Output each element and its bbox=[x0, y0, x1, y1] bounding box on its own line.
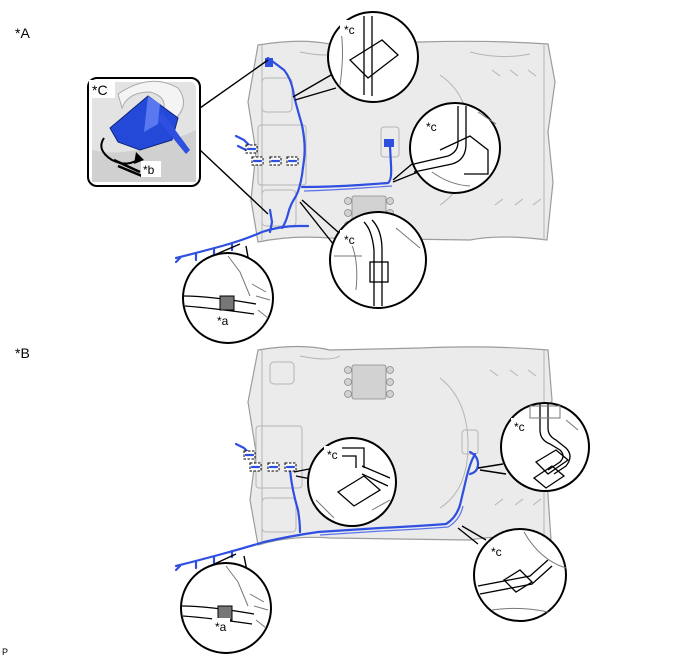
harness-connector-a bbox=[384, 139, 394, 147]
callout-circle-b3: *c bbox=[473, 528, 567, 622]
callout-label-b1: *c bbox=[327, 448, 338, 462]
tape-label-a: *a bbox=[217, 314, 229, 328]
callout-label-a2: *c bbox=[426, 120, 437, 134]
callout-circle-a1: *c bbox=[327, 11, 419, 103]
harness-clamps-b bbox=[243, 450, 297, 472]
view-a: *A bbox=[15, 11, 556, 344]
callout-circle-b4: *a bbox=[180, 562, 272, 654]
vent-grid-b bbox=[344, 364, 394, 400]
callout-label-a3: *c bbox=[344, 233, 355, 247]
tape-label-b: *a bbox=[215, 620, 227, 634]
headliner-b-details bbox=[255, 350, 545, 545]
view-a-label: *A bbox=[15, 25, 30, 41]
callout-label-a1: *c bbox=[344, 23, 355, 37]
callout-circle-b2: *c bbox=[500, 402, 590, 492]
harness-clamps-a bbox=[245, 144, 299, 166]
detail-box-c-label: *C bbox=[92, 82, 108, 98]
wire-harness-a bbox=[174, 56, 394, 264]
callout-label-b2: *c bbox=[514, 420, 525, 434]
callout-circle-b1: *c bbox=[307, 437, 397, 527]
callout-label-b3: *c bbox=[491, 545, 502, 559]
callout-circle-a2: *c bbox=[409, 102, 501, 194]
callout-circle-a3: *c bbox=[329, 211, 427, 309]
clip-label-b: *b bbox=[143, 163, 155, 177]
footer-code: P bbox=[2, 647, 8, 657]
detail-box-c: *C *b bbox=[87, 77, 201, 187]
view-b: *B bbox=[15, 345, 590, 654]
callout-circle-a4: *a bbox=[182, 252, 274, 344]
view-b-label: *B bbox=[15, 345, 30, 361]
